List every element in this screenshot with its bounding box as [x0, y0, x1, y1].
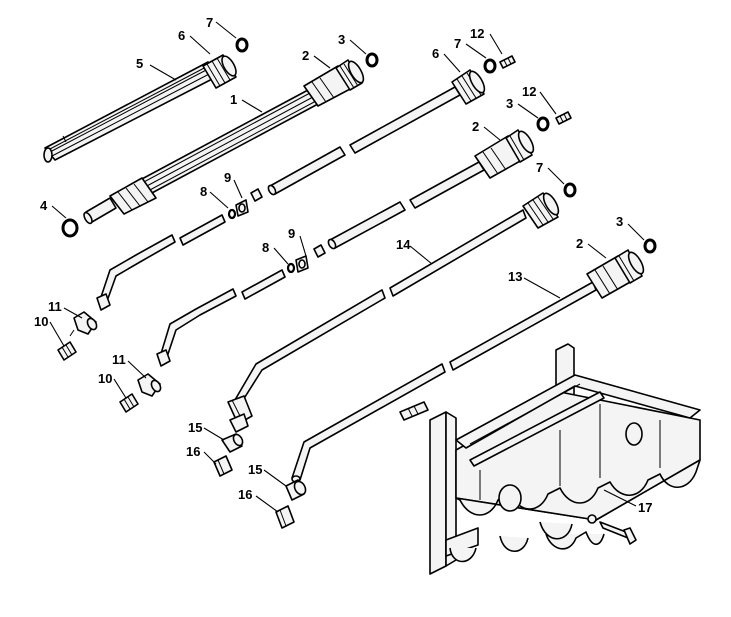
part-13-bent-tube	[291, 281, 597, 483]
part-11-elbow-b	[137, 373, 162, 397]
bent-nozzle-tube-b	[156, 269, 286, 367]
part-16-nut-a	[213, 455, 233, 477]
part-6-nut-b	[451, 69, 486, 105]
part-7-o-ring-a	[235, 37, 249, 53]
label-part-5: 5	[136, 56, 143, 71]
part-5-fluted-tube	[43, 61, 219, 163]
part-2-coupling-b	[474, 129, 535, 179]
part-3-o-ring-c	[643, 238, 657, 254]
part-7-o-ring-c	[563, 182, 577, 198]
part-2-coupling-c	[586, 249, 645, 299]
part-2-coupling-a	[303, 59, 365, 107]
part-12-screw-a	[499, 55, 516, 69]
label-part-6-a: 6	[178, 28, 185, 43]
label-part-12-a: 12	[470, 26, 484, 41]
label-part-8-b: 8	[262, 240, 269, 255]
part-16-nut-b	[275, 505, 295, 529]
bent-nozzle-tube-a	[96, 214, 226, 311]
part-4-o-ring	[61, 218, 79, 238]
part-3-o-ring-b	[536, 116, 550, 132]
part-8-ring-a	[227, 208, 237, 220]
part-15-sleeve-a	[221, 433, 244, 453]
label-part-3-a: 3	[338, 32, 345, 47]
part-3-o-ring-a	[365, 52, 379, 68]
part-11-elbow-a	[73, 311, 98, 335]
label-part-7-c: 7	[536, 160, 543, 175]
label-part-7-a: 7	[206, 15, 213, 30]
part-7-o-ring-b	[483, 58, 497, 74]
label-part-1: 1	[230, 92, 237, 107]
part-labels: 5 6 7 1 2 3 4 6 7 12 12 3 2 7 9 8 9 8 14…	[34, 15, 652, 515]
label-part-8-a: 8	[200, 184, 207, 199]
dowel	[399, 401, 429, 421]
label-part-11-a: 11	[48, 299, 62, 314]
part-9-clip-b	[295, 244, 326, 273]
label-part-6-b: 6	[432, 46, 439, 61]
leader-lines	[49, 21, 645, 513]
part-6-nut-a	[202, 54, 237, 89]
part-12-screw-b	[555, 111, 572, 125]
label-part-10-b: 10	[98, 371, 112, 386]
part-14-bent-tube	[227, 209, 527, 433]
part-10-nozzle-a	[57, 329, 77, 361]
part-7-nut-14	[522, 192, 560, 229]
label-part-17: 17	[638, 500, 652, 515]
label-part-16-b: 16	[238, 487, 252, 502]
part-1-lance	[83, 89, 319, 225]
label-part-10-a: 10	[34, 314, 48, 329]
label-part-16-a: 16	[186, 444, 200, 459]
label-part-2-a: 2	[302, 48, 309, 63]
label-part-4: 4	[40, 198, 48, 213]
label-part-13: 13	[508, 269, 522, 284]
label-part-2-b: 2	[472, 119, 479, 134]
part-17-wall-holder	[429, 343, 701, 575]
label-part-15-a: 15	[188, 420, 202, 435]
part-8-ring-b	[286, 262, 296, 274]
label-part-7-b: 7	[454, 36, 461, 51]
label-part-9-a: 9	[224, 170, 231, 185]
screw-washer	[587, 514, 637, 545]
part-10-nozzle-b	[119, 393, 139, 413]
part-9-clip-a	[235, 188, 263, 217]
label-part-3-c: 3	[616, 214, 623, 229]
label-part-3-b: 3	[506, 96, 513, 111]
label-part-2-c: 2	[576, 236, 583, 251]
label-part-15-b: 15	[248, 462, 262, 477]
label-part-11-b: 11	[112, 352, 126, 367]
label-part-14: 14	[396, 237, 411, 252]
part-15-sleeve-b	[285, 479, 307, 501]
label-part-9-b: 9	[288, 226, 295, 241]
label-part-12-b: 12	[522, 84, 536, 99]
